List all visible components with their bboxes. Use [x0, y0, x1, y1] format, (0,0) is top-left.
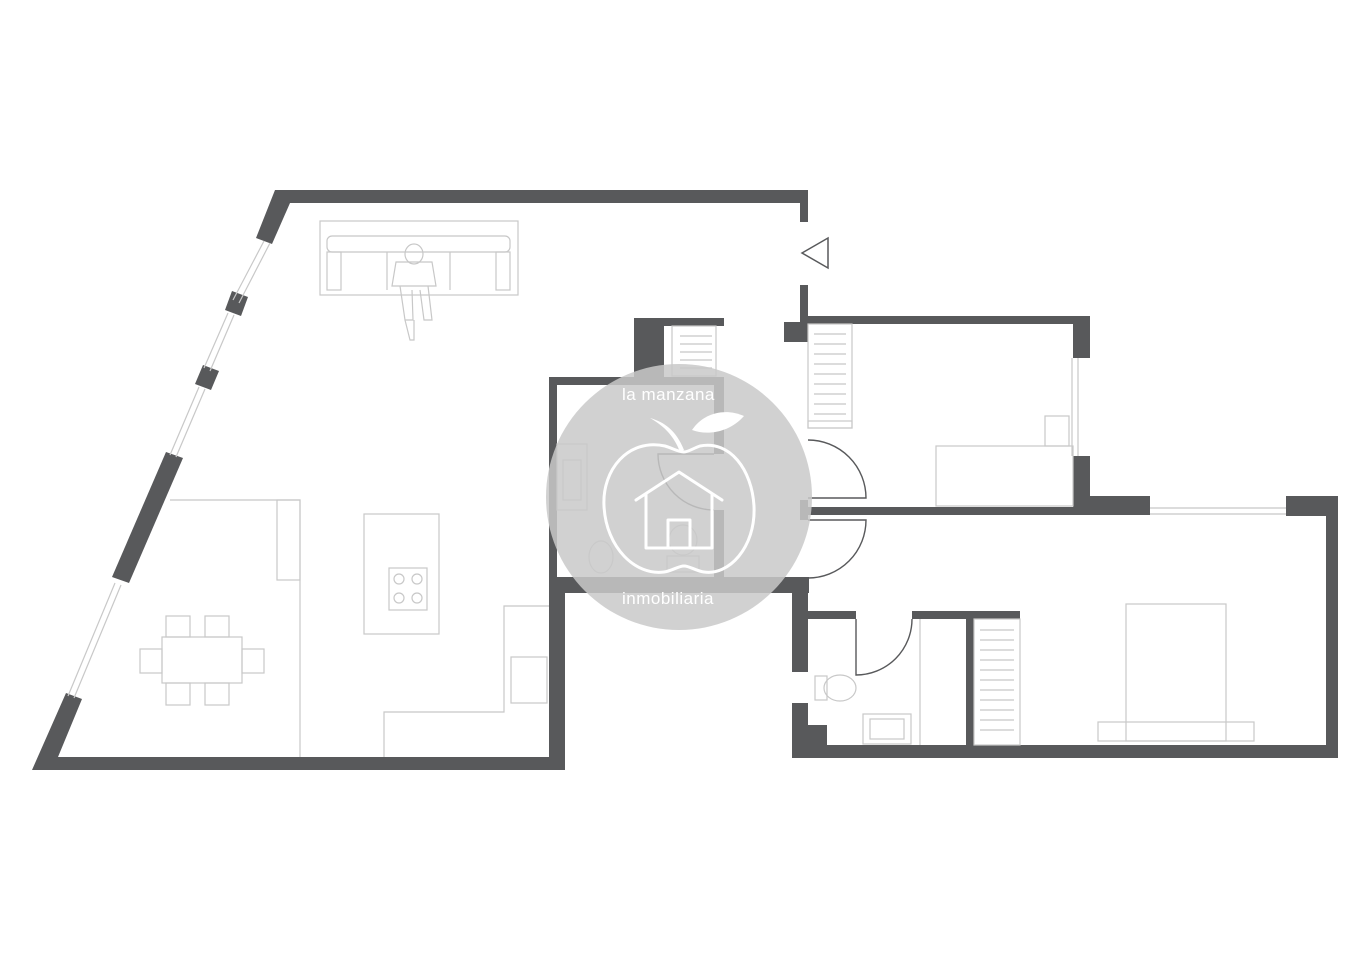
- wall-corridor-stub: [784, 322, 808, 342]
- wall-living-top: [275, 190, 808, 203]
- wall-living-left-segment: [112, 452, 183, 583]
- dining-table: [139, 615, 265, 706]
- bed-double: [1097, 603, 1255, 742]
- window-living-1: [232, 240, 265, 301]
- watermark: la manzana inmobiliaria: [546, 364, 812, 630]
- wall-pillar-1: [225, 291, 248, 316]
- person-seated: [391, 243, 437, 341]
- sofa: [319, 220, 519, 296]
- window-living-1b: [238, 242, 271, 304]
- wall-corridor-upper: [800, 285, 808, 342]
- wall-bedroom1-right-upper: [1073, 316, 1090, 358]
- furniture: [139, 220, 1255, 757]
- wall-wc-bottomleft: [792, 725, 827, 758]
- bedroom2-closet: [973, 618, 1021, 746]
- wall-wc-divider: [966, 611, 974, 751]
- wall-bedroom1-top: [808, 316, 1090, 324]
- window-living-4: [67, 582, 116, 697]
- bedroom1-desk: [935, 415, 1074, 507]
- wall-bedroom1-bottom: [800, 507, 1150, 515]
- window-living-2: [203, 312, 229, 369]
- door-bedroom1: [807, 439, 867, 499]
- window-living-2b: [209, 314, 235, 372]
- watermark-brand-top: la manzana: [622, 385, 715, 404]
- watermark-circle: [546, 364, 812, 630]
- wc-fixtures: [814, 619, 921, 745]
- wall-wc-top-left: [808, 611, 856, 619]
- window-living-4b: [73, 584, 122, 699]
- wall-lower-left-upper: [792, 590, 808, 672]
- wall-living-topleft-corner: [256, 190, 290, 244]
- bedroom1-closet: [807, 323, 853, 429]
- wall-bedroom2-right: [1326, 496, 1338, 758]
- window-living-3b: [175, 388, 206, 458]
- kitchen-counter: [170, 499, 549, 757]
- wall-entry-top: [800, 190, 808, 222]
- wall-living-right: [549, 578, 565, 770]
- wall-bedroom2-bottom: [792, 745, 1338, 758]
- kitchen-island: [363, 513, 440, 635]
- windows: [67, 240, 1286, 699]
- apple-house-logo-icon: [602, 412, 756, 574]
- door-bedroom2: [807, 519, 867, 579]
- watermark-brand-bottom: inmobiliaria: [622, 589, 714, 608]
- wall-bedroom2-right-top: [1286, 496, 1338, 516]
- window-living-3: [169, 386, 200, 456]
- door-wc: [855, 618, 913, 676]
- wall-pillar-2: [195, 365, 219, 390]
- wall-living-bottomleft: [32, 693, 565, 770]
- wall-bedroom1-corner: [1073, 496, 1150, 508]
- entrance-arrow-icon: [800, 236, 829, 270]
- wall-closet-top: [634, 318, 724, 326]
- wall-bedroom1-right-lower: [1073, 456, 1090, 508]
